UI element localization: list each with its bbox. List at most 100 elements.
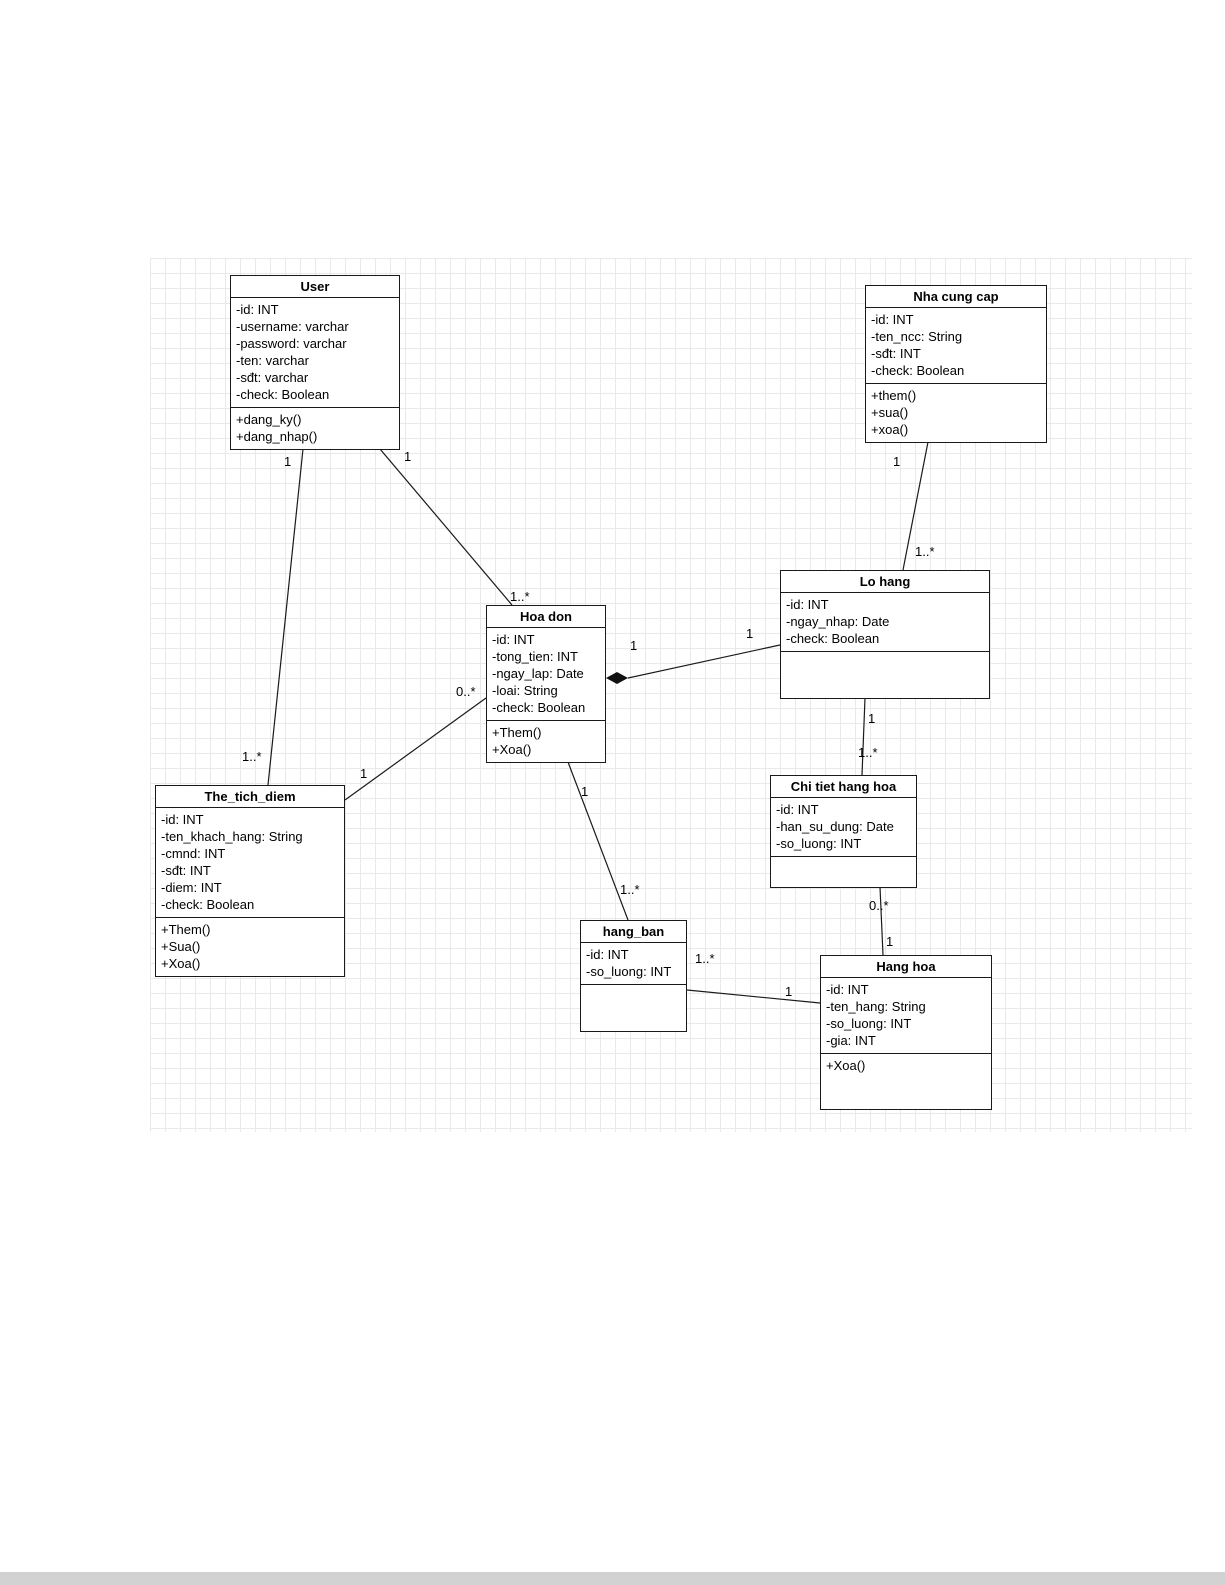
class-attribute: -ten_ncc: String <box>871 329 963 344</box>
multiplicity-label: 1..* <box>620 882 640 897</box>
association-hangban-hanghoa[interactable]: 1..* 1 <box>686 951 821 1004</box>
class-the-tich-diem[interactable]: The_tich_diem -id: INT -ten_khach_hang: … <box>155 785 345 977</box>
class-user[interactable]: User -id: INT -username: varchar -passwo… <box>230 275 400 450</box>
association-line[interactable] <box>344 697 487 801</box>
class-attribute: -ten_khach_hang: String <box>161 829 303 844</box>
class-attribute: -so_luong: INT <box>826 1016 912 1031</box>
class-attribute: -ngay_nhap: Date <box>786 614 890 629</box>
association-line[interactable] <box>861 697 866 776</box>
class-attribute: -ngay_lap: Date <box>492 666 584 681</box>
multiplicity-label: 1 <box>886 934 893 949</box>
association-chitiet-hanghoa[interactable]: 0..* 1 <box>869 886 893 956</box>
multiplicity-label: 1..* <box>858 745 878 760</box>
class-attribute: -id: INT <box>786 597 829 612</box>
class-attributes-section: -id: INT -ten_khach_hang: String -cmnd: … <box>156 808 344 917</box>
multiplicity-label: 1 <box>630 638 637 653</box>
class-title: hang_ban <box>581 921 686 943</box>
class-attribute: -check: Boolean <box>871 363 965 378</box>
class-hoa-don[interactable]: Hoa don -id: INT -tong_tien: INT -ngay_l… <box>486 605 606 763</box>
association-user-hoadon[interactable]: 1 1..* <box>379 448 530 606</box>
association-line[interactable] <box>267 448 304 786</box>
class-attribute: -cmnd: INT <box>161 846 226 861</box>
class-title: Lo hang <box>781 571 989 593</box>
multiplicity-label: 1..* <box>510 589 530 604</box>
class-attribute: -check: Boolean <box>161 897 255 912</box>
class-attribute: -id: INT <box>161 812 204 827</box>
class-lo-hang[interactable]: Lo hang -id: INT -ngay_nhap: Date -check… <box>780 570 990 699</box>
class-title: Nha cung cap <box>866 286 1046 308</box>
class-method: +Xoa() <box>161 956 201 971</box>
class-method: +dang_nhap() <box>236 429 318 444</box>
class-attribute: -sđt: INT <box>871 346 921 361</box>
class-attribute: -so_luong: INT <box>586 964 672 979</box>
association-hoadon-hangban[interactable]: 1 1..* <box>567 761 640 921</box>
multiplicity-label: 1 <box>404 449 411 464</box>
class-methods-section: +Xoa() <box>821 1053 991 1109</box>
association-line[interactable] <box>379 448 513 606</box>
class-attribute: -ten_hang: String <box>826 999 926 1014</box>
association-line[interactable] <box>879 886 884 956</box>
multiplicity-label: 1 <box>868 711 875 726</box>
class-method: +Sua() <box>161 939 201 954</box>
class-title: User <box>231 276 399 298</box>
class-method: +Them() <box>161 922 211 937</box>
association-user-thetichdiem[interactable]: 1 1..* <box>242 448 304 786</box>
class-methods-section-empty <box>781 651 989 698</box>
aggregation-diamond <box>606 672 628 684</box>
association-line[interactable] <box>902 441 929 571</box>
class-title: Hang hoa <box>821 956 991 978</box>
class-attribute: -loai: String <box>492 683 558 698</box>
multiplicity-label: 1 <box>284 454 291 469</box>
association-lohang-chitiet[interactable]: 1 1..* <box>858 697 878 776</box>
association-line[interactable] <box>686 989 821 1004</box>
class-method: +dang_ky() <box>236 412 302 427</box>
multiplicity-label: 1 <box>785 984 792 999</box>
class-attribute: -gia: INT <box>826 1033 876 1048</box>
multiplicity-label: 1..* <box>915 544 935 559</box>
multiplicity-label: 0..* <box>869 898 889 913</box>
class-attribute: -han_su_dung: Date <box>776 819 894 834</box>
class-methods-section: +Them() +Sua() +Xoa() <box>156 917 344 976</box>
class-attribute: -tong_tien: INT <box>492 649 578 664</box>
class-method: +xoa() <box>871 422 909 437</box>
class-methods-section-empty <box>581 984 686 1031</box>
class-title: Chi tiet hang hoa <box>771 776 916 798</box>
class-method: +sua() <box>871 405 909 420</box>
class-attributes-section: -id: INT -so_luong: INT <box>581 943 686 984</box>
bottom-bar <box>0 1572 1225 1585</box>
class-method: +Xoa() <box>826 1058 866 1073</box>
association-line[interactable] <box>627 644 781 679</box>
class-attribute: -id: INT <box>776 802 819 817</box>
multiplicity-label: 0..* <box>456 684 476 699</box>
class-attributes-section: -id: INT -han_su_dung: Date -so_luong: I… <box>771 798 916 856</box>
class-method: +Them() <box>492 725 542 740</box>
class-attributes-section: -id: INT -ngay_nhap: Date -check: Boolea… <box>781 593 989 651</box>
class-attributes-section: -id: INT -tong_tien: INT -ngay_lap: Date… <box>487 628 605 720</box>
class-attribute: -ten: varchar <box>236 353 309 368</box>
class-hang-hoa[interactable]: Hang hoa -id: INT -ten_hang: String -so_… <box>820 955 992 1110</box>
class-chi-tiet-hang-hoa[interactable]: Chi tiet hang hoa -id: INT -han_su_dung:… <box>770 775 917 888</box>
class-attribute: -id: INT <box>236 302 279 317</box>
class-attribute: -check: Boolean <box>492 700 586 715</box>
class-methods-section: +dang_ky() +dang_nhap() <box>231 407 399 449</box>
class-attribute: -diem: INT <box>161 880 222 895</box>
association-nhacungcap-lohang[interactable]: 1 1..* <box>893 441 935 571</box>
class-attributes-section: -id: INT -username: varchar -password: v… <box>231 298 399 407</box>
class-nha-cung-cap[interactable]: Nha cung cap -id: INT -ten_ncc: String -… <box>865 285 1047 443</box>
class-hang-ban[interactable]: hang_ban -id: INT -so_luong: INT <box>580 920 687 1032</box>
association-line[interactable] <box>567 761 629 921</box>
class-attribute: -password: varchar <box>236 336 347 351</box>
class-attributes-section: -id: INT -ten_ncc: String -sđt: INT -che… <box>866 308 1046 383</box>
multiplicity-label: 1 <box>893 454 900 469</box>
multiplicity-label: 1 <box>746 626 753 641</box>
multiplicity-label: 1 <box>581 784 588 799</box>
association-thetichdiem-hoadon[interactable]: 1 0..* <box>344 684 487 801</box>
class-attribute: -so_luong: INT <box>776 836 862 851</box>
class-method: +Xoa() <box>492 742 532 757</box>
class-attribute: -id: INT <box>492 632 535 647</box>
class-methods-section: +Them() +Xoa() <box>487 720 605 762</box>
aggregation-lohang-hoadon[interactable]: 1 1 <box>606 626 781 684</box>
class-attribute: -check: Boolean <box>786 631 880 646</box>
